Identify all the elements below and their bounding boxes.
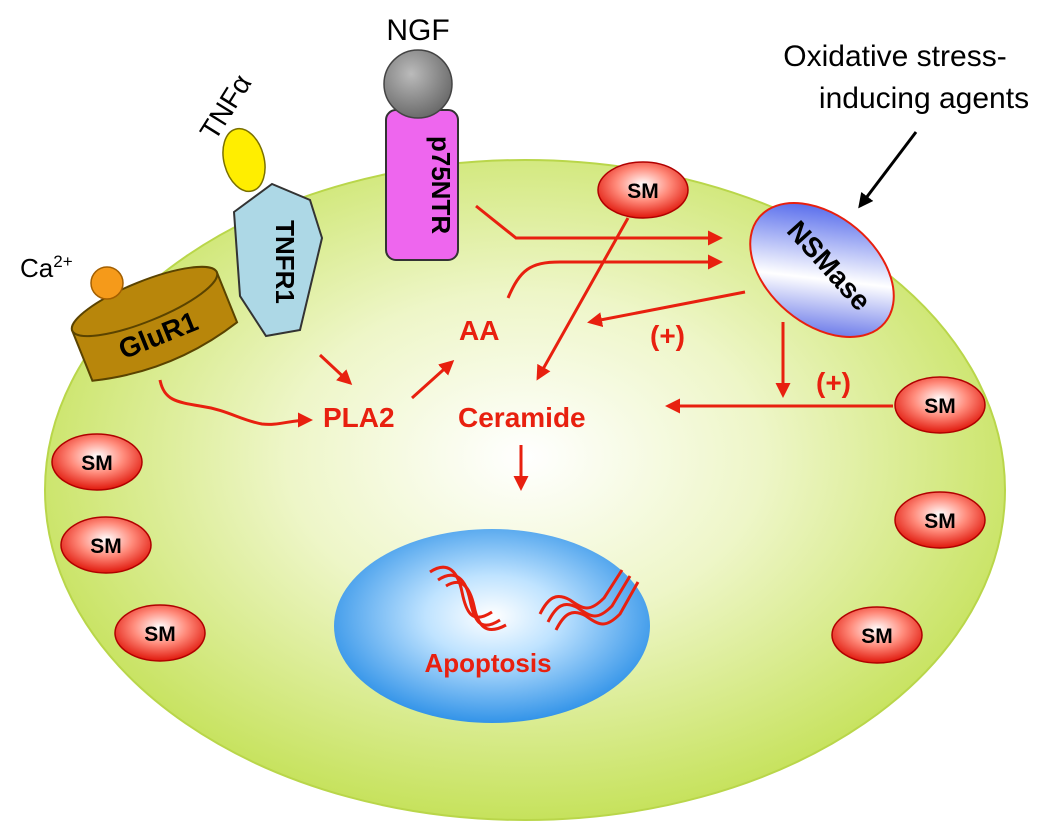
svg-text:SM: SM	[924, 395, 956, 418]
arrow-icon	[158, 204, 893, 491]
oxidative-arrow	[858, 131, 918, 209]
ca-ion	[90, 266, 124, 300]
sm-vesicle: SM	[597, 161, 689, 219]
sm-vesicle: SM	[831, 606, 923, 664]
nucleus	[334, 529, 650, 723]
p75ntr-label: p75NTR	[426, 136, 456, 234]
ceramide-label: Ceramide	[458, 402, 586, 433]
tnfr1-label: TNFR1	[270, 220, 300, 304]
glur1-receptor: GluR1	[70, 265, 239, 382]
sm-vesicle: SM	[894, 376, 986, 434]
oxidative-label-line2: inducing agents	[819, 82, 1029, 115]
sm-vesicle: SM	[51, 433, 143, 491]
svg-text:SM: SM	[144, 623, 176, 646]
tnf-ligand	[222, 127, 266, 193]
plus-label-1: (+)	[650, 320, 685, 351]
tnfr1-receptor: TNFR1	[232, 182, 324, 338]
svg-text:SM: SM	[81, 452, 113, 475]
svg-text:SM: SM	[90, 535, 122, 558]
plus-label-2: (+)	[816, 367, 851, 398]
sm-vesicle: SM	[60, 516, 152, 574]
sm-vesicle: SM	[114, 604, 206, 662]
dna-strand-icon	[429, 565, 640, 631]
ngf-label: NGF	[386, 14, 449, 47]
sm-vesicle: SM	[894, 491, 986, 549]
svg-text:SM: SM	[627, 180, 659, 203]
apoptosis-label: Apoptosis	[424, 648, 551, 678]
oxidative-label-line1: Oxidative stress-	[783, 40, 1006, 73]
ca-label: Ca2+	[20, 252, 73, 283]
svg-text:SM: SM	[861, 625, 893, 648]
nsmase-enzyme	[749, 201, 895, 339]
ngf-ligand	[383, 49, 453, 119]
pla2-label: PLA2	[323, 402, 395, 433]
aa-label: AA	[459, 315, 499, 346]
svg-text:SM: SM	[924, 510, 956, 533]
